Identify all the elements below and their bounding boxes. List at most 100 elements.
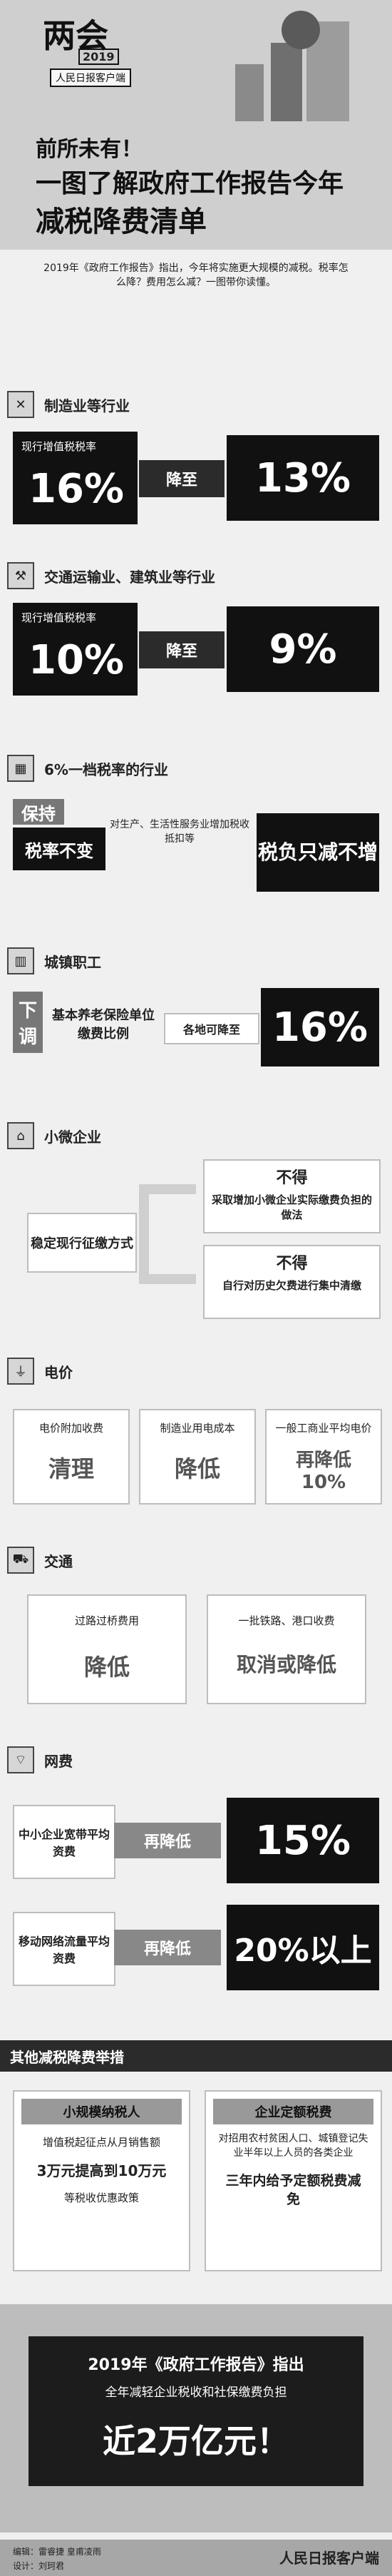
rule-head: 不得: [276, 1255, 308, 1273]
brand-year: 2019: [78, 49, 119, 65]
current-rate-box: 现行增值税税率 10%: [13, 603, 138, 696]
intro-text: 2019年《政府工作报告》指出，今年将实施更大规模的减税。税率怎么降？费用怎么减…: [43, 263, 349, 288]
transport-card: 一批铁路、港口收费 取消或降低: [207, 1594, 366, 1704]
power-card: 电价附加收费 清理: [13, 1409, 130, 1505]
truck-icon: ⛟: [7, 1547, 34, 1574]
current-rate: 10%: [29, 637, 125, 683]
design-credit: 设计：刘珂君: [13, 2561, 65, 2571]
keep-rate: 税率不变: [13, 828, 105, 870]
measure-text: 对生产、生活性服务业增加税收抵扣等: [110, 819, 249, 845]
card-label: 一般工商业平均电价: [275, 1422, 372, 1435]
section-label: 制造业等行业: [44, 397, 130, 414]
card-value: 取消或降低: [236, 1653, 336, 1676]
section-header: ⏚ 电价: [7, 1358, 73, 1385]
card-value: 降低: [174, 1455, 220, 1482]
arrow-label: 降至: [139, 460, 225, 497]
shop-icon: ⌂: [7, 1122, 34, 1149]
pension-text: 基本养老保险单位缴费比例: [52, 1008, 155, 1042]
card-head: 企业定额税费: [213, 2099, 373, 2124]
section-header: ⌔ 网费: [7, 1746, 73, 1773]
section-header: ⛟ 交通: [7, 1547, 73, 1574]
section-label: 6%一档税率的行业: [44, 760, 168, 778]
fee-value: 20%以上: [227, 1905, 379, 1990]
rule-text: 自行对历史欠费进行集中清缴: [222, 1279, 361, 1292]
building-illustration: [235, 64, 264, 121]
summary-line1: 2019年《政府工作报告》指出: [88, 2356, 304, 2374]
headline-2: 一图了解政府工作报告今年: [36, 169, 344, 198]
footer: 编辑：雷睿捷 皇甫凌雨 设计：刘珂君 人民日报客户端: [0, 2540, 392, 2576]
measure-card: 小规模纳税人 增值税起征点从月销售额 3万元提高到10万元 等税收优惠政策: [13, 2090, 190, 2271]
calculator-icon: ▦: [7, 755, 34, 782]
building-illustration: [271, 43, 302, 121]
brand-app: 人民日报客户端: [50, 68, 131, 87]
arrow-label: 再降低: [114, 1823, 221, 1858]
plug-icon: ⏚: [7, 1358, 34, 1385]
stable-method: 稳定现行征缴方式: [27, 1213, 137, 1273]
section-header: ⚒ 交通运输业、建筑业等行业: [7, 562, 215, 589]
card-text: 等税收优惠政策: [63, 2191, 139, 2204]
card-value: 再降低10%: [295, 1450, 351, 1493]
crane-icon: ⚒: [7, 562, 34, 589]
section-label: 交通运输业、建筑业等行业: [44, 568, 215, 586]
footer-logo: 人民日报客户端: [279, 2550, 379, 2567]
measure-card: 企业定额税费 对招用农村贫困人口、城镇登记失业半年以上人员的各类企业 三年内给予…: [205, 2090, 382, 2271]
current-rate-label: 现行增值税税率: [21, 611, 97, 624]
current-rate-box: 现行增值税税率 16%: [13, 432, 138, 524]
current-rate: 16%: [29, 466, 125, 512]
card-head: 小规模纳税人: [21, 2099, 182, 2124]
card-label: 制造业用电成本: [160, 1422, 235, 1435]
rule-box: 不得 自行对历史欠费进行集中清缴: [203, 1245, 381, 1319]
rule-head: 不得: [276, 1169, 308, 1187]
summary-line3: 近2万亿元！: [102, 2422, 289, 2460]
rule-text: 采取增加小微企业实际缴费负担的做法: [212, 1193, 373, 1221]
keep-tag: 保持: [13, 799, 64, 825]
section-header: ▥ 城镇职工: [7, 947, 101, 974]
arrow-label: 再降低: [114, 1930, 221, 1965]
arrow-label: 各地可降至: [164, 1013, 259, 1044]
section-header: ▦ 6%一档税率的行业: [7, 755, 168, 782]
section-header: ✕ 制造业等行业: [7, 391, 130, 418]
card-text: 对招用农村贫困人口、城镇登记失业半年以上人员的各类企业: [218, 2133, 368, 2159]
down-tag: 下调: [13, 992, 43, 1053]
card-emph: 三年内给予定额税费减免: [225, 2173, 361, 2207]
power-card: 一般工商业平均电价 再降低10%: [265, 1409, 382, 1505]
section-header: ⌂ 小微企业: [7, 1122, 101, 1149]
coin-icon: [282, 11, 320, 49]
card-value: 清理: [48, 1455, 94, 1482]
card-value: 降低: [83, 1654, 130, 1681]
headline-3: 减税降费清单: [36, 205, 207, 238]
card-text: 增值税起征点从月销售额: [42, 2136, 160, 2149]
power-card: 制造业用电成本 降低: [139, 1409, 256, 1505]
section-label: 交通: [44, 1552, 73, 1570]
fee-label: 中小企业宽带平均资费: [13, 1805, 115, 1879]
card-label: 一批铁路、港口收费: [238, 1614, 335, 1627]
wifi-icon: ⌔: [7, 1746, 34, 1773]
section-label: 小微企业: [44, 1128, 101, 1146]
fee-value: 15%: [227, 1798, 379, 1883]
pension-rate: 16%: [261, 988, 379, 1066]
editor-credit: 编辑：雷睿捷 皇甫凌雨: [13, 2547, 101, 2557]
card-emph: 3万元提高到10万元: [36, 2162, 167, 2179]
rule-box: 不得 采取增加小微企业实际缴费负担的做法: [203, 1159, 381, 1233]
fee-label: 移动网络流量平均资费: [13, 1912, 115, 1986]
section-label: 网费: [44, 1752, 73, 1770]
transport-card: 过路过桥费用 降低: [27, 1594, 187, 1704]
office-icon: ▥: [7, 947, 34, 974]
branch-bracket: [139, 1184, 196, 1284]
new-rate: 9%: [227, 606, 379, 692]
tax-result: 税负只减不增: [257, 813, 379, 892]
section-label: 电价: [44, 1363, 73, 1381]
current-rate-label: 现行增值税税率: [21, 440, 97, 453]
headline-1: 前所未有！: [36, 137, 143, 162]
summary-line2: 全年减轻企业税收和社保缴费负担: [105, 2386, 287, 2400]
card-label: 过路过桥费用: [74, 1614, 139, 1627]
section-banner: 其他减税降费举措: [0, 2040, 392, 2072]
card-label: 电价附加收费: [38, 1422, 103, 1435]
wrench-icon: ✕: [7, 391, 34, 418]
new-rate: 13%: [227, 435, 379, 521]
header-banner: 两会 2019 人民日报客户端 前所未有！ 一图了解政府工作报告今年 减税降费清…: [0, 0, 392, 250]
summary-box: 2019年《政府工作报告》指出 全年减轻企业税收和社保缴费负担 近2万亿元！: [29, 2336, 363, 2486]
arrow-label: 降至: [139, 631, 225, 668]
section-label: 城镇职工: [44, 953, 101, 971]
